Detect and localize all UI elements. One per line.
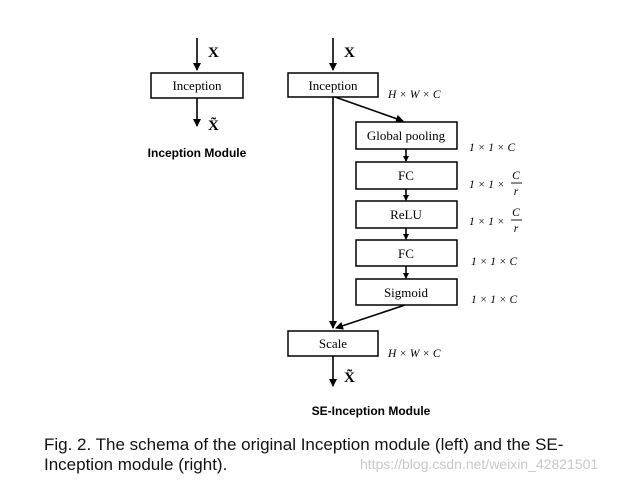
fc2-box [355, 239, 458, 267]
sigmoid-box [355, 278, 458, 306]
sigmoid-dim: 1 × 1 × C [471, 294, 518, 306]
fc2-dim: 1 × 1 × C [471, 256, 518, 268]
branch-arrow [334, 96, 404, 123]
right-input-symbol: X [344, 45, 355, 61]
right-module: X Inception H × W × C Global pooling 1 ×… [287, 38, 522, 418]
right-module-title: SE-Inception Module [312, 404, 431, 418]
fc2-label: FC [398, 246, 414, 261]
relu-dim-prefix: 1 × 1 × [469, 216, 505, 228]
relu-dim-numerator: C [512, 207, 520, 219]
global-pooling-dim: 1 × 1 × C [469, 142, 516, 154]
fc1-dim-prefix: 1 × 1 × [469, 179, 505, 191]
sigmoid-label: Sigmoid [384, 285, 429, 300]
right-inception-label: Inception [308, 78, 358, 93]
relu-label: ReLU [390, 207, 422, 222]
watermark: https://blog.csdn.net/weixin_42821501 [360, 456, 599, 472]
left-module: X Inception X̃ Inception Module [148, 38, 247, 160]
global-pooling-label: Global pooling [367, 128, 446, 143]
scale-dim: H × W × C [387, 348, 441, 360]
right-inception-box [287, 72, 379, 98]
left-module-title: Inception Module [148, 146, 247, 160]
figure-caption: Fig. 2. The schema of the original Incep… [44, 435, 564, 474]
fc1-dim-denominator: r [514, 186, 519, 198]
global-pooling-box [355, 121, 458, 150]
right-output-symbol: X̃ [344, 369, 355, 386]
merge-arrow [335, 304, 406, 330]
fc1-dim-numerator: C [512, 170, 520, 182]
left-inception-label: Inception [172, 78, 222, 93]
fc1-label: FC [398, 168, 414, 183]
relu-dim-denominator: r [514, 223, 519, 235]
scale-box [287, 330, 379, 357]
left-output-symbol: X̃ [208, 117, 219, 134]
right-inception-dim: H × W × C [387, 89, 441, 101]
left-input-symbol: X [208, 45, 219, 61]
scale-label: Scale [319, 336, 347, 351]
